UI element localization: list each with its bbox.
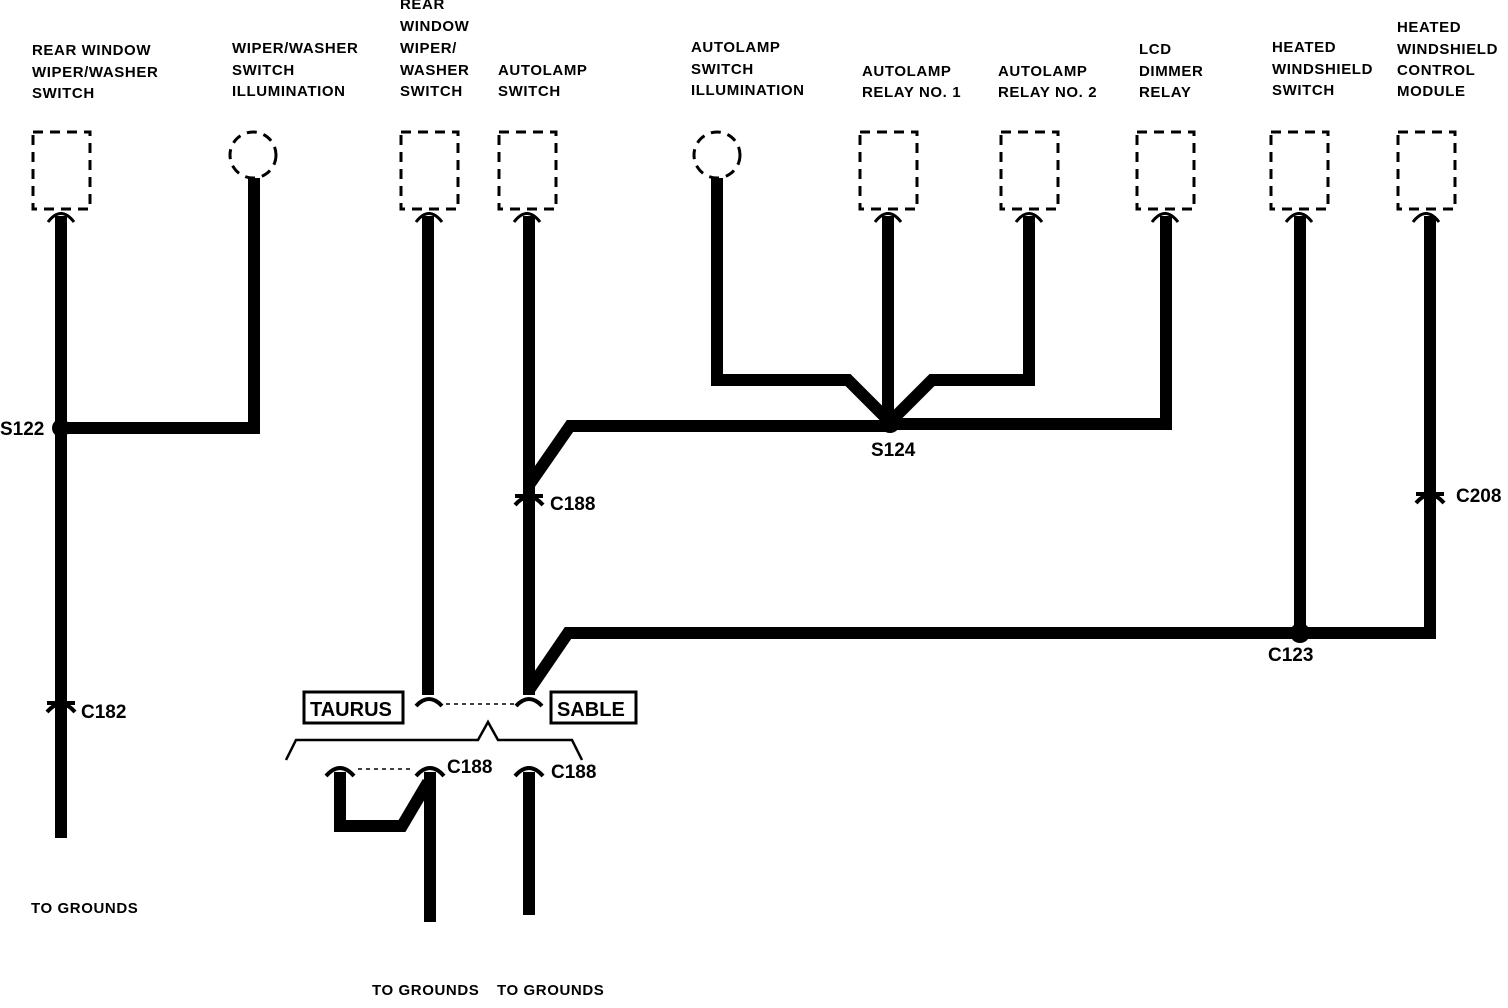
component-labels: REAR WINDOW WIPER/WASHER SWITCH WIPER/WA… [32, 0, 1503, 102]
heated-windshield-control-module-symbol [1396, 130, 1457, 211]
rear-window-wiper-washer-switch-symbol [31, 130, 92, 211]
label-autolamp-switch-illumination: AUTOLAMP SWITCH ILLUMINATION [691, 39, 805, 99]
connector-cup [1284, 212, 1314, 223]
ground-label-left: TO GROUNDS [31, 900, 138, 917]
s122-label: S122 [0, 419, 44, 440]
wire-s122-to-wiper-illumination [61, 178, 260, 434]
connector-cup [1411, 212, 1441, 223]
c188-sable-lower-cup [513, 766, 545, 778]
label-lcd-dimmer-relay: LCD DIMMER RELAY [1139, 41, 1208, 101]
label-autolamp-relay-no-1: AUTOLAMP RELAY NO. 1 [862, 63, 961, 101]
connector-cup [414, 212, 444, 223]
node-labels: S122 S124 C123 C182 C188 C188 C188 C208 [0, 419, 1501, 783]
s122-splice-dot [52, 419, 70, 437]
heated-windshield-switch-symbol [1269, 130, 1330, 211]
connector-cup [1014, 212, 1044, 223]
label-autolamp-relay-no-2: AUTOLAMP RELAY NO. 2 [998, 63, 1097, 101]
c123-label: C123 [1268, 645, 1313, 666]
component-connectors [46, 212, 1441, 223]
c123-splice-dot [1290, 623, 1310, 643]
c182-label: C182 [81, 702, 126, 723]
c188-taurus-lower-cup-left [324, 766, 356, 778]
s124-splice-dot [880, 413, 900, 433]
label-autolamp-switch: AUTOLAMP SWITCH [498, 62, 592, 100]
autolamp-relay-no-2-symbol [999, 130, 1060, 211]
ground-labels: TO GROUNDS TO GROUNDS TO GROUNDS [31, 900, 604, 999]
label-wiper-washer-switch-illumination: WIPER/WASHER SWITCH ILLUMINATION [232, 40, 363, 100]
c188-taurus-lower-cup-right [414, 766, 446, 778]
label-rear-window-wiper-washer-switch: REAR WINDOW WIPER/WASHER SWITCH [32, 42, 163, 102]
rear-window-wiper-washer-switch-2-symbol [399, 130, 460, 211]
connector-cup [873, 212, 903, 223]
wire-taurus-loop [334, 772, 434, 832]
component-symbols [31, 130, 1457, 211]
c208-label: C208 [1456, 486, 1501, 507]
wiper-washer-switch-illumination-symbol [228, 130, 278, 180]
taurus-box [302, 690, 405, 725]
c188-sable-upper-cup [514, 697, 544, 708]
ground-label-sable: TO GROUNDS [497, 982, 604, 999]
s124-label: S124 [871, 440, 916, 461]
c188-taurus-upper-cup [414, 697, 444, 708]
sable-label: SABLE [557, 699, 625, 721]
wires [55, 178, 1436, 922]
taurus-label: TAURUS [310, 699, 392, 721]
variant-brace [284, 719, 584, 761]
autolamp-switch-illumination-symbol [692, 130, 742, 180]
label-heated-windshield-control-module: HEATED WINDSHIELD CONTROL MODULE [1397, 19, 1503, 100]
lcd-dimmer-relay-symbol [1135, 130, 1196, 211]
wire-autolamp-illumination-to-s124 [711, 178, 895, 427]
wire-autolamp-to-s124 [524, 420, 888, 489]
ground-label-taurus: TO GROUNDS [372, 982, 479, 999]
connector-cup [1150, 212, 1180, 223]
autolamp-switch-symbol [497, 130, 558, 211]
c188-sable-label: C188 [551, 762, 596, 783]
variant-boxes: TAURUS SABLE [302, 690, 638, 725]
wire-c188-to-c123-to-control-module [524, 216, 1436, 694]
inline-connectors [45, 492, 1446, 778]
wire-s124-to-lcd-dimmer [888, 216, 1172, 430]
label-heated-windshield-switch: HEATED WINDSHIELD SWITCH [1272, 39, 1378, 99]
variant-links [284, 703, 584, 770]
connector-cup [46, 212, 76, 223]
connector-cup [512, 212, 542, 223]
sable-box [549, 690, 638, 725]
c188-upper-label: C188 [550, 494, 595, 515]
autolamp-relay-no-1-symbol [858, 130, 919, 211]
wire-relay2-to-s124 [885, 216, 1035, 427]
splice-points [52, 413, 1310, 643]
c188-taurus-label: C188 [447, 757, 492, 778]
label-rear-window-wiper-washer-switch-2: REAR WINDOW WIPER/ WASHER SWITCH [400, 0, 474, 100]
